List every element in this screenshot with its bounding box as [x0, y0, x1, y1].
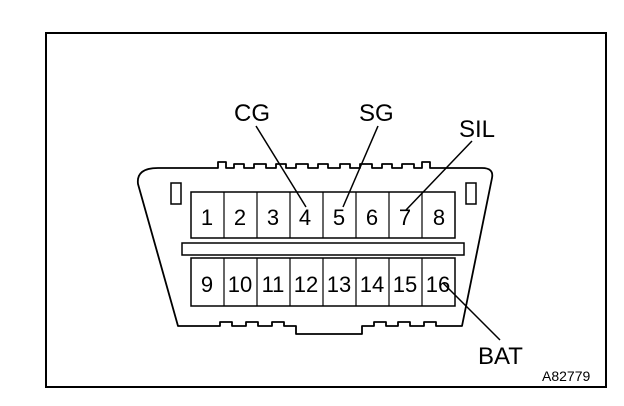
top-row-pin-numbers: 1 2 3 4 5 6 7 8 — [201, 205, 445, 230]
pin-number: 1 — [201, 205, 213, 230]
callout-label-sg: SG — [359, 100, 394, 127]
pin-number: 12 — [294, 272, 318, 297]
pin-number: 5 — [333, 205, 345, 230]
callout-label-bat: BAT — [478, 343, 523, 370]
pin-number: 10 — [228, 272, 252, 297]
pin-number: 7 — [399, 205, 411, 230]
connector-outline — [136, 161, 494, 335]
figure-frame — [45, 32, 607, 388]
callout-label-cg: CG — [234, 100, 270, 127]
pin-number: 8 — [433, 205, 445, 230]
leader-line-sil — [405, 140, 473, 211]
pin-number: 11 — [262, 272, 285, 297]
pin-number: 9 — [201, 272, 213, 297]
pin-number: 14 — [360, 272, 384, 297]
leader-line-sg — [342, 125, 379, 208]
cavity-dividers — [223, 192, 423, 306]
pin-number: 3 — [267, 205, 279, 230]
bottom-row-pin-numbers: 9 10 11 12 13 14 15 16 — [201, 272, 450, 297]
callout-leader-lines — [255, 125, 501, 341]
pin-number: 6 — [366, 205, 378, 230]
pin-number: 16 — [426, 272, 450, 297]
pin-number: 2 — [234, 205, 246, 230]
connector-left-slot — [170, 182, 182, 205]
pin-number: 13 — [327, 272, 351, 297]
pin-number: 15 — [393, 272, 417, 297]
connector-right-slot — [465, 182, 477, 205]
leader-line-cg — [255, 125, 307, 208]
center-separator-bar — [181, 242, 465, 256]
leader-line-bat — [442, 282, 501, 341]
pin-number: 4 — [299, 205, 311, 230]
callout-label-sil: SIL — [459, 116, 495, 143]
figure-code: A82779 — [542, 368, 590, 384]
